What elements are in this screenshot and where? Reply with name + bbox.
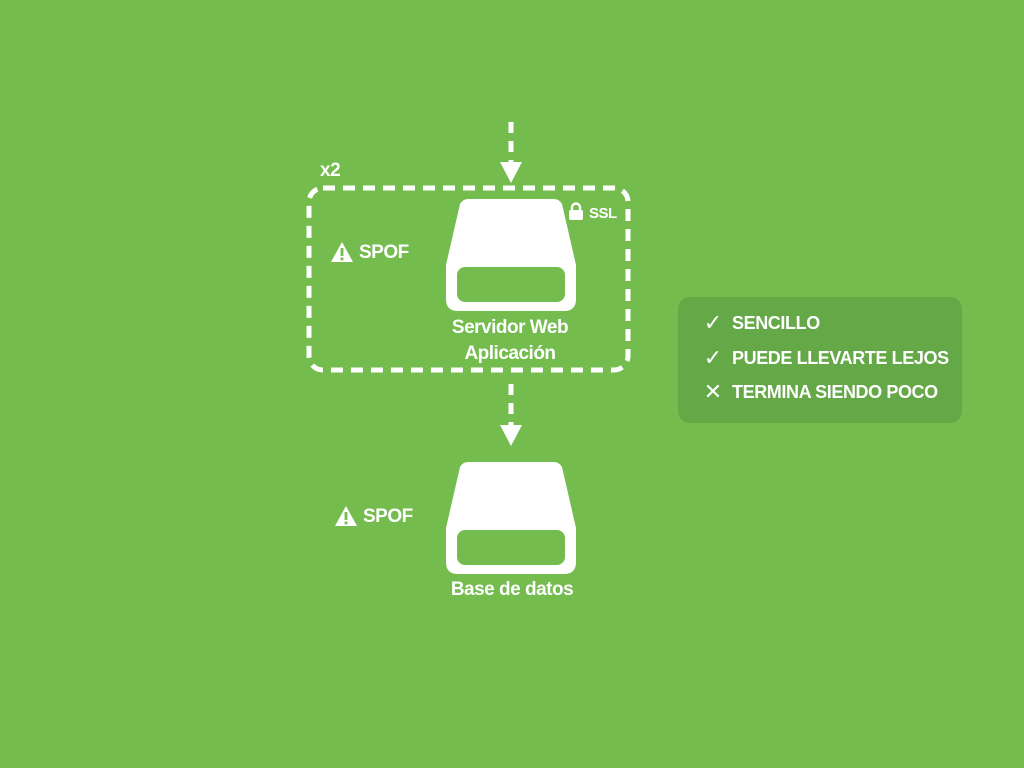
- list-item-text: PUEDE LLEVARTE LEJOS: [732, 347, 949, 368]
- list-item-text: TERMINA SIENDO POCO: [732, 381, 938, 402]
- list-item: ✓ PUEDE LLEVARTE LEJOS: [678, 345, 949, 371]
- warning-icon: [335, 506, 357, 526]
- check-icon: ✓: [703, 310, 723, 335]
- list-item: ✕ TERMINA SIENDO POCO: [678, 379, 938, 405]
- summary-panel: ✓ SENCILLO ✓ PUEDE LLEVARTE LEJOS ✕ TERM…: [678, 297, 962, 423]
- lock-icon: [569, 202, 583, 220]
- database-label: Base de datos: [450, 579, 574, 600]
- web-server-icon: [446, 199, 576, 311]
- database-spof-label: SPOF: [363, 506, 413, 527]
- database-icon: [446, 462, 576, 574]
- web-server-label-line1: Servidor Web: [451, 317, 569, 338]
- warning-icon: [331, 242, 353, 262]
- web-server-spof-label: SPOF: [359, 242, 409, 263]
- ssl-label: SSL: [589, 205, 617, 222]
- list-item-text: SENCILLO: [732, 312, 820, 333]
- check-icon: ✓: [703, 345, 723, 370]
- group-multiplier: x2: [320, 160, 341, 181]
- web-server-label-line2: Aplicación: [464, 343, 556, 364]
- cross-icon: ✕: [703, 379, 723, 404]
- list-item: ✓ SENCILLO: [678, 310, 820, 336]
